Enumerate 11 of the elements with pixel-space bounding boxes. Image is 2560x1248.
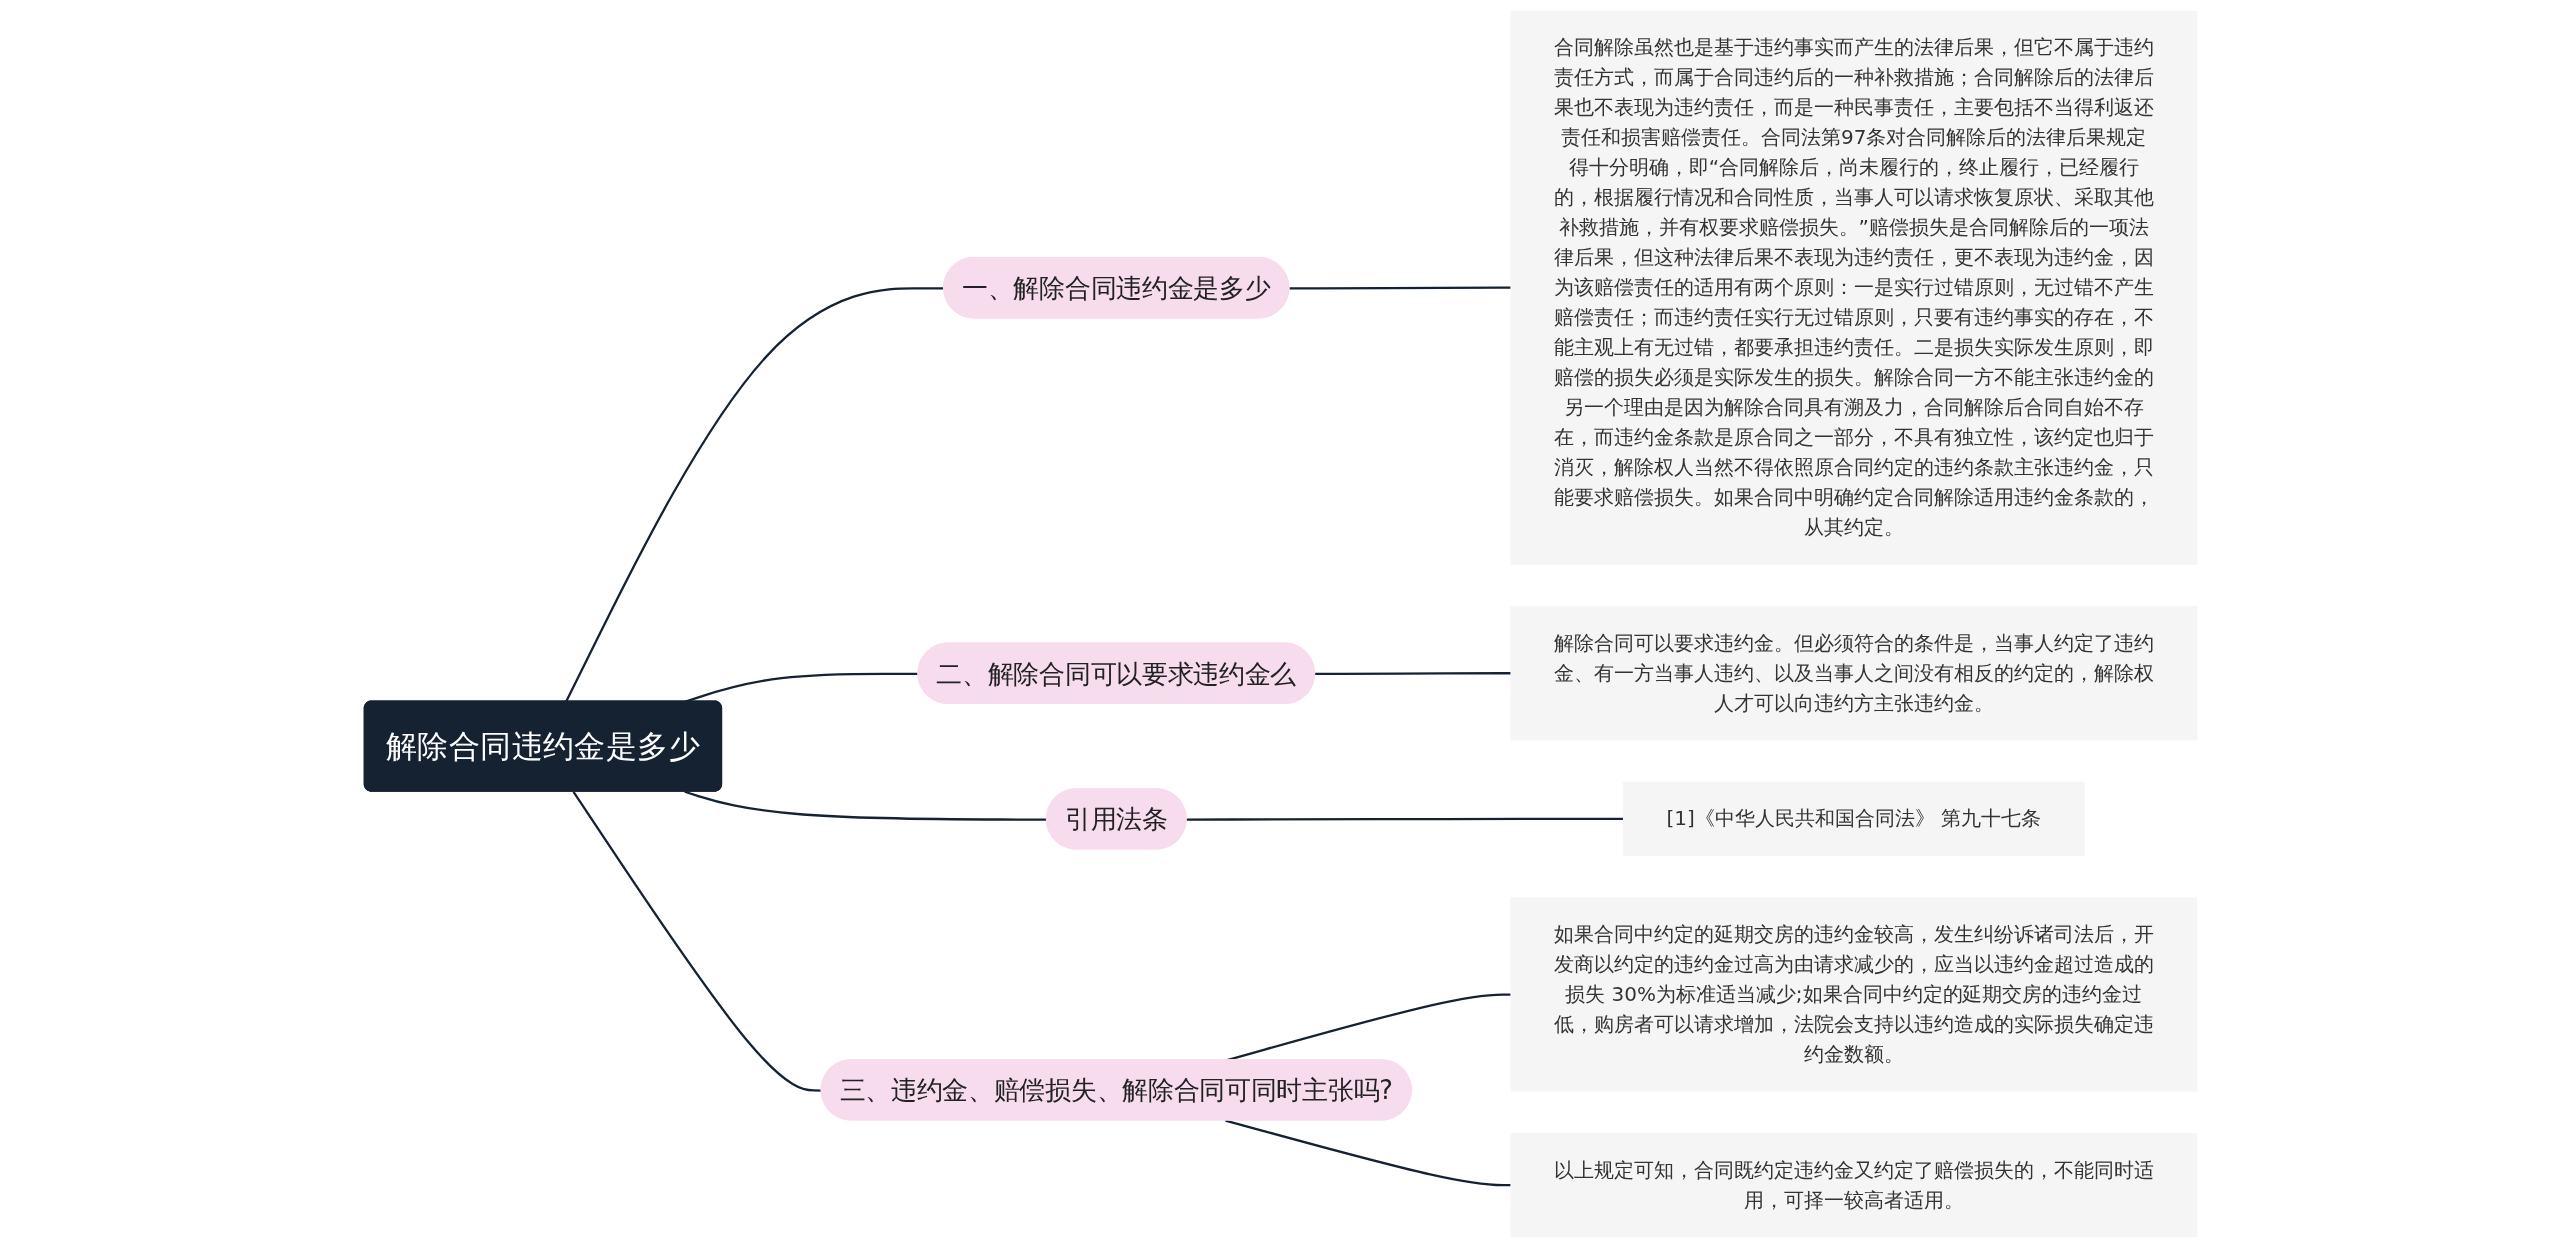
node-box: [1]《中华人民共和国合同法》 第九十七条: [1622, 781, 2085, 857]
node-box: 以上规定可知，合同既约定违约金又约定了赔偿损失的，不能同时适用，可择一较高者适用。: [1509, 1133, 2197, 1238]
connector: [1288, 286, 1511, 290]
node-box: 解除合同可以要求违约金。但必须符合的条件是，当事人约定了违约金、有一方当事人违约、以及当事人之间没有相反的约定的，解除权人才可以向违约方主张违约金。: [1509, 606, 2197, 741]
connector: [683, 790, 1047, 821]
connector: [1186, 817, 1624, 821]
node-box: 合同解除虽然也是基于违约事实而产生的法律后果，但它不属于违约责任方式，而属于合同违约后的一种补救措施；合同解除后的法律后果也不表现为违约责任，而是一种民事责任，主要包括不当得利返还责任和损害赔偿责任。合同法第97条对合同解除后的法律后果规定得十分明确，即“合同解除后，尚未履行的，终止履行，已经履行的，根据履行情况和合同性质，当事人可以请求恢复原状、采取其他补救措施，并有权要求赔偿损失。”赔偿损失是合同解除后的一项法律后果，但这种法律后果不表现为违约责任，更不表现为违约金，因为该赔偿责任的适用有两个原则：一是实行过错原则，无过错不产生赔偿责任；而违约责任实行无过错原则，只要有违约事实的存在，不能主观上有无过错，都要承担违约责任。二是损失实际发生原则，即赔偿的损失必须是实际发生的损失。解除合同一方不能主张违约金的另一个理由是因为解除合同具有溯及力，合同解除后合同自始不存在，而违约金条款是原合同之一部分，不具有独立性，该约定也归于消灭，解除权人当然不得依照原合同约定的违约条款主张违约金，只能要求赔偿损失。如果合同中明确约定合同解除适用违约金条款的，从其约定。: [1509, 10, 2197, 565]
connector: [572, 791, 822, 1092]
connector: [1224, 1119, 1511, 1187]
connector: [1314, 672, 1511, 676]
node-box: 如果合同中约定的延期交房的违约金较高，发生纠纷诉诸司法后，开发商以约定的违约金过高为由请求减少的，应当以违约金超过造成的损失 30%为标准适当减少;如果合同中约定的延期交房的违约金过低，购房者可以请求增加，法院会支持以违约造成的实际损失确定违约金数额。: [1509, 897, 2197, 1092]
